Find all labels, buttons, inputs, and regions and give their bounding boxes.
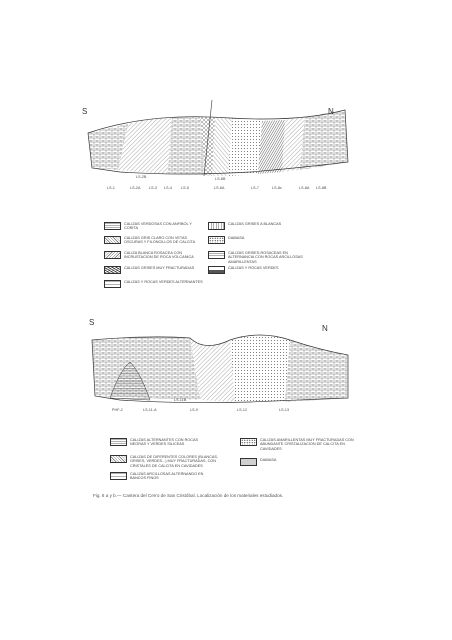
sample-label: LS-11-A <box>143 408 157 412</box>
legend-item: CALIZAS Y ROCAS VERDES ALTERNANTES <box>104 280 204 288</box>
sample-label-upper: LS-11B <box>174 398 187 402</box>
sample-label: LS-8c <box>272 186 282 190</box>
legend-swatch <box>240 458 257 466</box>
legend-item: DIABASA <box>240 458 340 466</box>
legend-swatch <box>110 472 127 480</box>
sample-label: LS-4 <box>164 186 172 190</box>
sample-label: LS-12 <box>237 408 248 412</box>
section-a-south: S <box>82 107 88 116</box>
legend-swatch <box>104 236 121 244</box>
sample-label-upper: LS-6B <box>215 177 226 181</box>
sample-label: LS-9 <box>190 408 198 412</box>
legend-swatch <box>110 455 127 463</box>
legend-item: CALIZAS GRISES A BLANCAS <box>208 222 308 230</box>
legend-swatch <box>104 251 121 259</box>
figure-caption: Fig. 6 a y b.— Cantera del Cerro de San … <box>93 493 284 498</box>
legend-text: CALIZAS VERDOSAS CON ANFIBOL Y CORITA <box>124 222 192 231</box>
sample-label: LS-6A <box>214 186 225 190</box>
sample-label: LS-8B <box>316 186 327 190</box>
section-a-body <box>87 99 349 177</box>
legend-text: CALIZAS DE DIFERENTES COLORES (BLANCAS, … <box>130 455 218 468</box>
sample-label: PHF-2 <box>112 408 123 412</box>
section-b-south: S <box>89 318 95 327</box>
legend-text: CALIZAS Y ROCAS VERDES ALTERNANTES <box>124 280 203 284</box>
legend-item: CALIZAS GRISES-ROSACEAS EN ALTERNANCIA C… <box>208 251 308 264</box>
legend-swatch <box>104 222 121 230</box>
legend-swatch <box>110 438 127 446</box>
legend-text: DIABASA <box>228 236 245 240</box>
sample-label: LS-3 <box>149 186 157 190</box>
legend-item: DIABASA <box>208 236 308 244</box>
legend-item: CALIZAS DE DIFERENTES COLORES (BLANCAS, … <box>110 455 225 468</box>
legend-text: CALIZAS GRISES MUY FRACTURADAS <box>124 266 195 270</box>
section-b-north: N <box>322 324 328 333</box>
sample-label: LS-8A <box>299 186 310 190</box>
legend-text: CALIZAS GRISES A BLANCAS <box>228 222 282 226</box>
sample-label: LS-1 <box>107 186 115 190</box>
legend-swatch <box>208 236 225 244</box>
legend-item: CALIZAS AMARILLENTAS MUY FRACTURADAS CON… <box>240 438 355 451</box>
legend-text: CALIZAS ARCILLOSAS ALTERNANDO EN BANCOS … <box>130 472 204 481</box>
section-a-north: N <box>328 107 334 116</box>
legend-item: CALIZAS GRIS CLARO CON VETAS OSCURAS Y F… <box>104 236 204 245</box>
legend-item: CALIZAS ALTERNANTES CON ROCAS NEGRAS Y V… <box>110 438 210 447</box>
legend-swatch <box>104 280 121 288</box>
legend-item: CALIZA BLANCA ROSACEA CON INCRUSTACION D… <box>104 251 204 260</box>
legend-text: CALIZAS ALTERNANTES CON ROCAS NEGRAS Y V… <box>130 438 199 447</box>
legend-swatch <box>208 266 225 274</box>
legend-text: CALIZAS GRISES-ROSACEAS EN ALTERNANCIA C… <box>228 251 303 264</box>
sample-label-upper: LS-2B <box>136 175 147 179</box>
legend-text: DIABASA <box>260 458 277 462</box>
legend-text: CALIZAS Y ROCAS VERDES <box>228 266 279 270</box>
legend-swatch <box>104 266 121 274</box>
legend-text: CALIZAS GRIS CLARO CON VETAS OSCURAS Y F… <box>124 236 196 245</box>
legend-text: CALIZA BLANCA ROSACEA CON INCRUSTACION D… <box>124 251 194 260</box>
sample-label: LS-2A <box>130 186 141 190</box>
legend-swatch <box>208 251 225 259</box>
section-b-body <box>91 334 349 404</box>
legend-item: CALIZAS VERDOSAS CON ANFIBOL Y CORITA <box>104 222 204 231</box>
sample-label: LS-5 <box>181 186 189 190</box>
legend-swatch <box>208 222 225 230</box>
legend-item: CALIZAS GRISES MUY FRACTURADAS <box>104 266 204 274</box>
sample-label: LS-13 <box>279 408 290 412</box>
sample-label: LS-7 <box>251 186 259 190</box>
legend-swatch <box>240 438 257 446</box>
legend-item: CALIZAS Y ROCAS VERDES <box>208 266 308 274</box>
legend-text: CALIZAS AMARILLENTAS MUY FRACTURADAS CON… <box>260 438 354 451</box>
legend-item: CALIZAS ARCILLOSAS ALTERNANDO EN BANCOS … <box>110 472 210 481</box>
